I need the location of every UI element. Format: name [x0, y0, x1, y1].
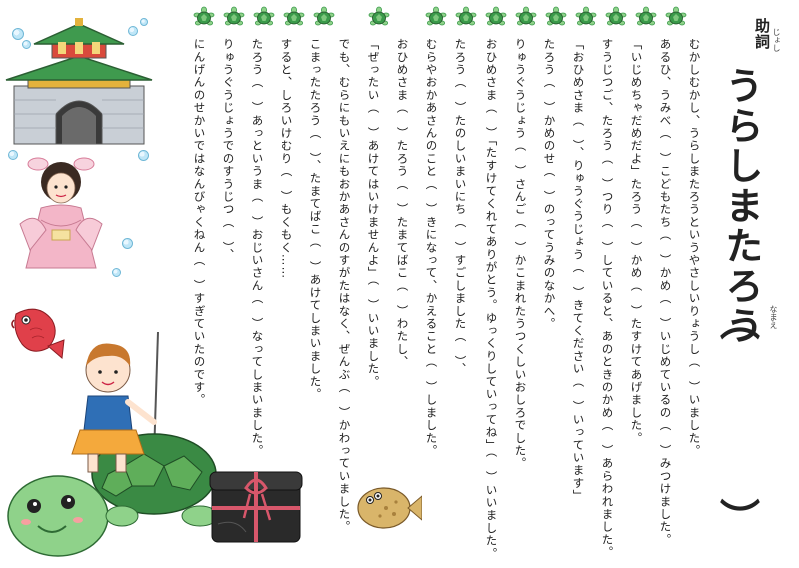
- story-line: たろう（ ）かめのせ（ ）のってうみのなかへ。: [542, 38, 557, 331]
- story-line: たろう（ ）あっというま（ ）おじいさん（ ）なってしまいました。: [250, 38, 265, 458]
- bubble-icon: [138, 150, 149, 161]
- princess-otohime-icon: [19, 157, 103, 269]
- story-line: りゅうぐうじょう（ ）さんご（ ）かこまれたうつくしいおしろでした。: [513, 38, 528, 470]
- dragon-palace-castle-icon: [5, 18, 153, 145]
- story-line: おひめさま（ ）たろう（ ）たまてばこ（ ）わたし、: [395, 38, 410, 369]
- turtle-icon: [635, 6, 657, 26]
- bubble-icon: [128, 26, 138, 36]
- flounder-icon: [357, 487, 422, 529]
- tamatebako-box-icon: [209, 471, 303, 543]
- page-title: うらしまたろう: [719, 66, 763, 346]
- turtle-icon: [425, 6, 447, 26]
- turtle-icon: [665, 6, 687, 26]
- turtle-icon: [283, 6, 305, 26]
- story-line: 「おひめさま（ ）、りゅうぐうじょう（ ）きてください（ ）いっています」: [571, 38, 586, 503]
- grammar-ruby: じょし: [772, 28, 781, 52]
- name-paren-close: ︶: [720, 497, 760, 543]
- story-line: むかしむかし、うらしまたろうというやさしいりょうし（ ）いました。: [687, 38, 702, 458]
- story-line: むらやおかあさんのこと（ ）きになって、かえること（ ）しました。: [424, 38, 439, 458]
- bubble-icon: [8, 150, 18, 160]
- turtle-icon: [223, 6, 245, 26]
- turtle-icon: [605, 6, 627, 26]
- story-line: りゅうぐうじょうでのすうじつ（ ）、: [221, 38, 236, 261]
- story-line: 「いじめちゃだめだよ」たろう（ ）かめ（ ）たすけてあげました。: [629, 38, 644, 445]
- bubble-icon: [122, 238, 133, 249]
- grammar-tag: 助詞: [753, 18, 771, 50]
- story-text: むかしむかし、うらしまたろうというやさしいりょうし（ ）いました。 あるひ、うみ…: [170, 38, 710, 560]
- turtle-border-row: [0, 6, 799, 28]
- story-line: おひめさま（ ）「たすけてくれてありがとう。ゆっくりしていってね」（ ）いいまし…: [484, 38, 499, 560]
- story-line: にんげんのせかいではなんびゃくねん（ ）すぎていたのです。: [192, 38, 207, 407]
- story-line: でも、むらにもいえにもおかあさんのすがたはなく、ぜんぶ（ ）かわっていました。: [337, 38, 352, 534]
- bubble-icon: [112, 268, 121, 277]
- red-sea-bream-icon: [11, 308, 65, 359]
- story-line: すると、しろいけむり（ ）もくもく……: [279, 38, 294, 280]
- story-line: こまったたろう（ ）、たまてばこ（ ）あけてしまいました。: [308, 38, 323, 401]
- bubble-icon: [140, 18, 148, 26]
- urashima-taro-on-turtle-icon: [7, 331, 219, 557]
- story-line: すうじつご、たろう（ ）つり（ ）していると、あのときのかめ（ ）あらわれました…: [600, 38, 615, 559]
- turtle-icon: [515, 6, 537, 26]
- name-field[interactable]: [722, 345, 762, 495]
- turtle-icon: [575, 6, 597, 26]
- turtle-icon: [368, 6, 390, 26]
- story-line: 「ぜったい（ ）あけてはいけませんよ」（ ）いいました。: [366, 38, 381, 388]
- turtle-icon: [253, 6, 275, 26]
- bubble-icon: [12, 28, 24, 40]
- story-line: たろう（ ）たのしいまいにち（ ）すごしました（ ）、: [453, 38, 468, 376]
- name-paren-open: ︵: [720, 299, 760, 345]
- turtle-icon: [455, 6, 477, 26]
- turtle-icon: [313, 6, 335, 26]
- story-line: あるひ、うみべ（ ）こどもたち（ ）かめ（ ）いじめているの（ ）みつけました。: [658, 38, 673, 546]
- name-ruby: なまえ: [769, 305, 778, 329]
- turtle-icon: [193, 6, 215, 26]
- turtle-icon: [545, 6, 567, 26]
- bubble-icon: [22, 40, 31, 49]
- turtle-icon: [485, 6, 507, 26]
